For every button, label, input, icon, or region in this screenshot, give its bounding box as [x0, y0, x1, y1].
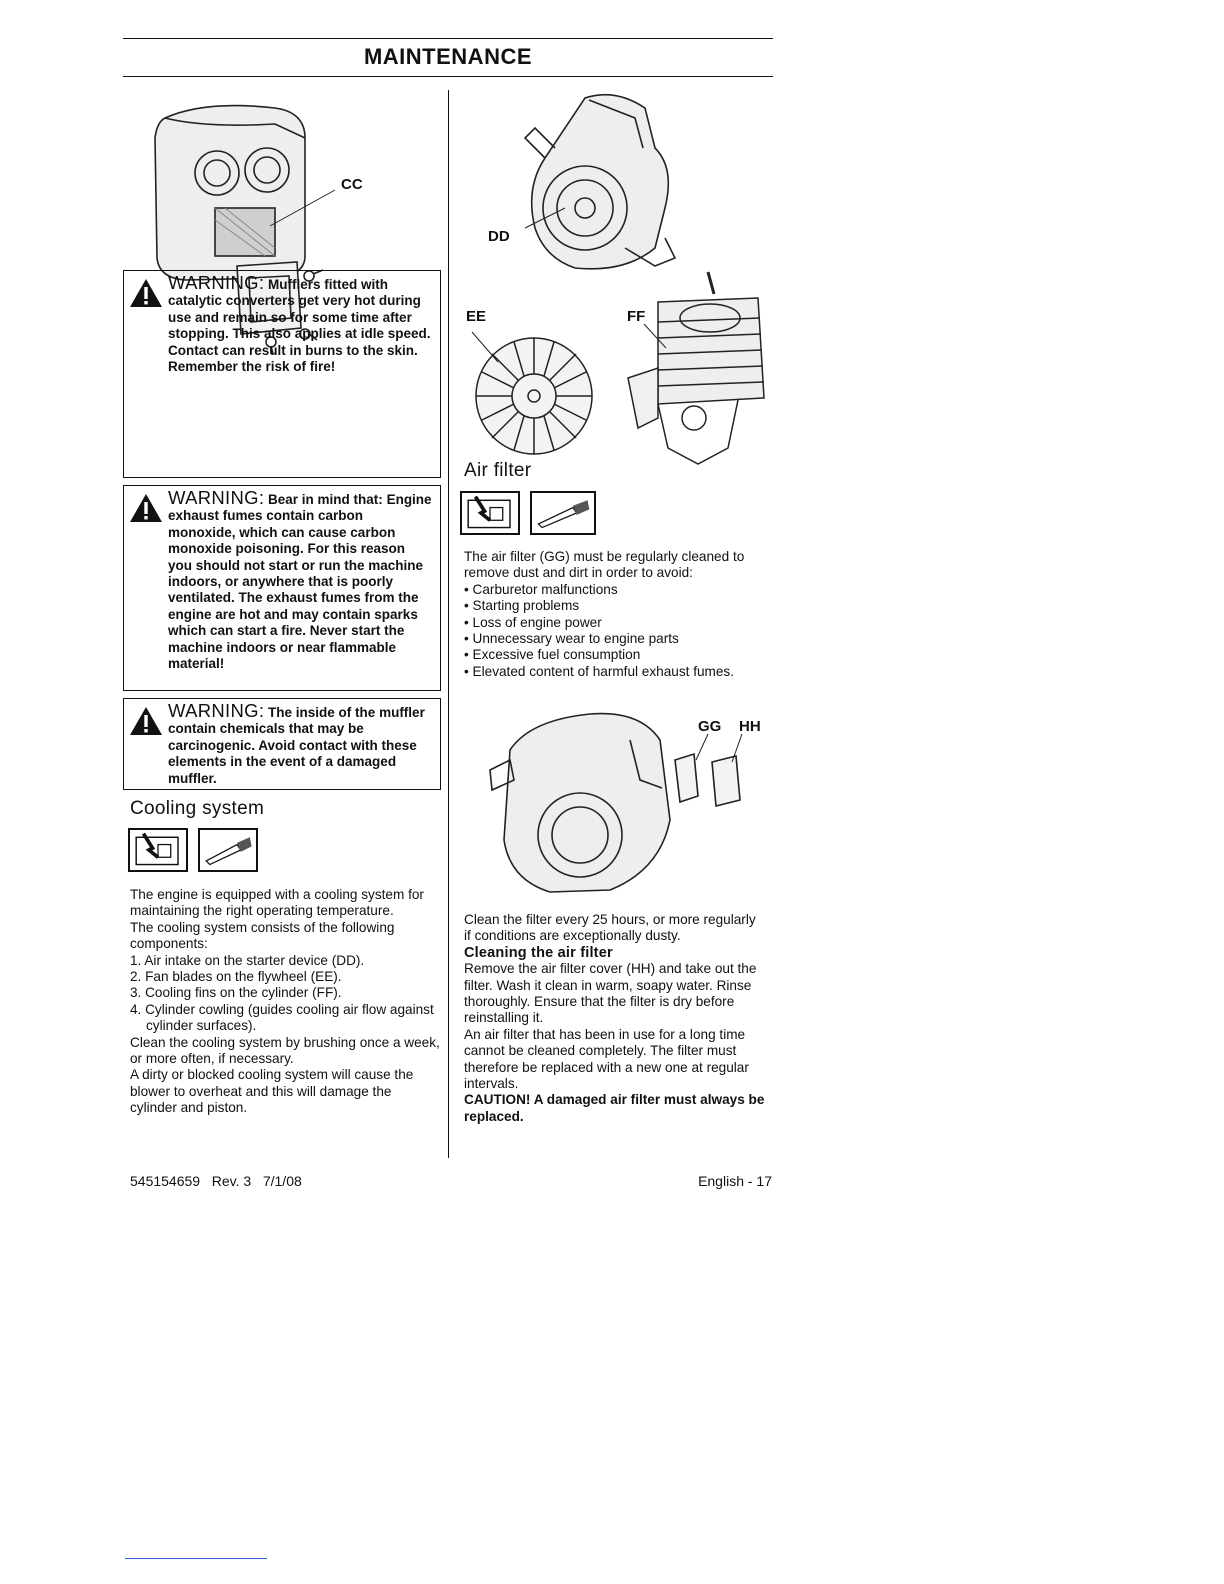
cooling-components-intro: The cooling system consists of the follo… — [130, 919, 395, 952]
page-number: English - 17 — [698, 1173, 772, 1189]
cooling-intro: The engine is equipped with a cooling sy… — [130, 887, 424, 919]
warning-box-carcinogenic: WARNING: The inside of the muffler conta… — [123, 698, 441, 790]
air-filter-icons — [460, 491, 596, 535]
warning-box-catalytic: WARNING: Mufflers fitted with catalytic … — [123, 270, 441, 478]
air-filter-intro: The air filter (GG) must be regularly cl… — [464, 549, 745, 581]
air-filter-cleaning-text: Clean the filter every 25 hours, or more… — [464, 912, 766, 1125]
warning-body: catalytic converters get very hot during… — [168, 293, 431, 375]
doc-number: 545154659 Rev. 3 7/1/08 — [130, 1173, 302, 1189]
callout-hh: HH — [739, 718, 761, 735]
air-filter-heading: Air filter — [464, 460, 532, 481]
muffler-illustration — [154, 104, 336, 355]
list-item: 3. Cooling fins on the cylinder (FF). — [130, 985, 342, 1001]
list-item: • Excessive fuel consumption — [464, 647, 641, 663]
cooling-system-heading: Cooling system — [130, 798, 265, 819]
brush-icon — [530, 491, 596, 535]
blower-intake-illustration — [523, 93, 677, 270]
list-item: 4. Cylinder cowling (guides cooling air … — [130, 1001, 434, 1034]
title-rule — [123, 76, 773, 77]
manual-read-icon — [460, 491, 520, 535]
callout-cc: CC — [341, 176, 363, 193]
warning-triangle-icon — [130, 707, 162, 735]
callout-dd: DD — [488, 228, 510, 245]
warning-triangle-icon — [130, 279, 162, 307]
air-filter-bullets: • Carburetor malfunctions • Starting pro… — [464, 582, 764, 680]
warning-box-exhaust: WARNING: Bear in mind that: Engine exhau… — [123, 485, 441, 691]
warning-lead: Mufflers fitted with — [268, 277, 389, 292]
callout-ee: EE — [466, 308, 487, 325]
warning-heading: WARNING: — [168, 272, 265, 293]
cooling-blocked-text: A dirty or blocked cooling system will c… — [130, 1067, 414, 1116]
list-item: 2. Fan blades on the flywheel (EE). — [130, 969, 342, 985]
cylinder-illustration — [627, 271, 765, 465]
cooling-system-text: The engine is equipped with a cooling sy… — [130, 887, 442, 1117]
cooling-components-list: 1. Air intake on the starter device (DD)… — [130, 953, 442, 1035]
cleaning-instructions: Remove the air filter cover (HH) and tak… — [464, 961, 757, 1026]
callout-ff: FF — [627, 308, 646, 325]
caution-text: CAUTION! A damaged air filter must alway… — [464, 1092, 765, 1124]
warning-lead: The inside of the — [268, 705, 376, 720]
brush-icon — [198, 828, 258, 872]
list-item: • Loss of engine power — [464, 614, 602, 630]
warning-body: muffler contain chemicals that may be ca… — [168, 705, 425, 786]
cooling-clean-text: Clean the cooling system by brushing onc… — [130, 1034, 440, 1067]
air-filter-text: The air filter (GG) must be regularly cl… — [464, 549, 764, 680]
air-filter-illustration — [489, 712, 743, 893]
cooling-icons — [128, 828, 258, 872]
callout-gg: GG — [698, 718, 722, 735]
list-item: • Starting problems — [464, 598, 580, 614]
list-item: • Elevated content of harmful exhaust fu… — [464, 663, 734, 679]
warning-triangle-icon — [130, 494, 162, 522]
list-item: • Unnecessary wear to engine parts — [464, 631, 679, 647]
air-filter-interval: Clean the filter every 25 hours, or more… — [464, 912, 756, 944]
replace-instructions: An air filter that has been in use for a… — [464, 1026, 749, 1092]
top-rule — [123, 38, 773, 39]
cleaning-air-filter-heading: Cleaning the air filter — [464, 944, 613, 961]
warning-heading: WARNING: — [168, 700, 265, 721]
warning-lead: Bear in mind that: — [268, 492, 383, 507]
warning-heading: WARNING: — [168, 487, 265, 508]
list-item: • Carburetor malfunctions — [464, 581, 618, 597]
warning-body: Engine exhaust fumes contain carbon mono… — [168, 492, 432, 672]
list-item: 1. Air intake on the starter device (DD)… — [130, 952, 365, 968]
page-title: MAINTENANCE — [363, 44, 533, 69]
manual-read-icon — [128, 828, 188, 872]
bottom-link-rule — [125, 1558, 267, 1559]
column-divider — [448, 90, 449, 1158]
flywheel-illustration — [471, 331, 593, 455]
